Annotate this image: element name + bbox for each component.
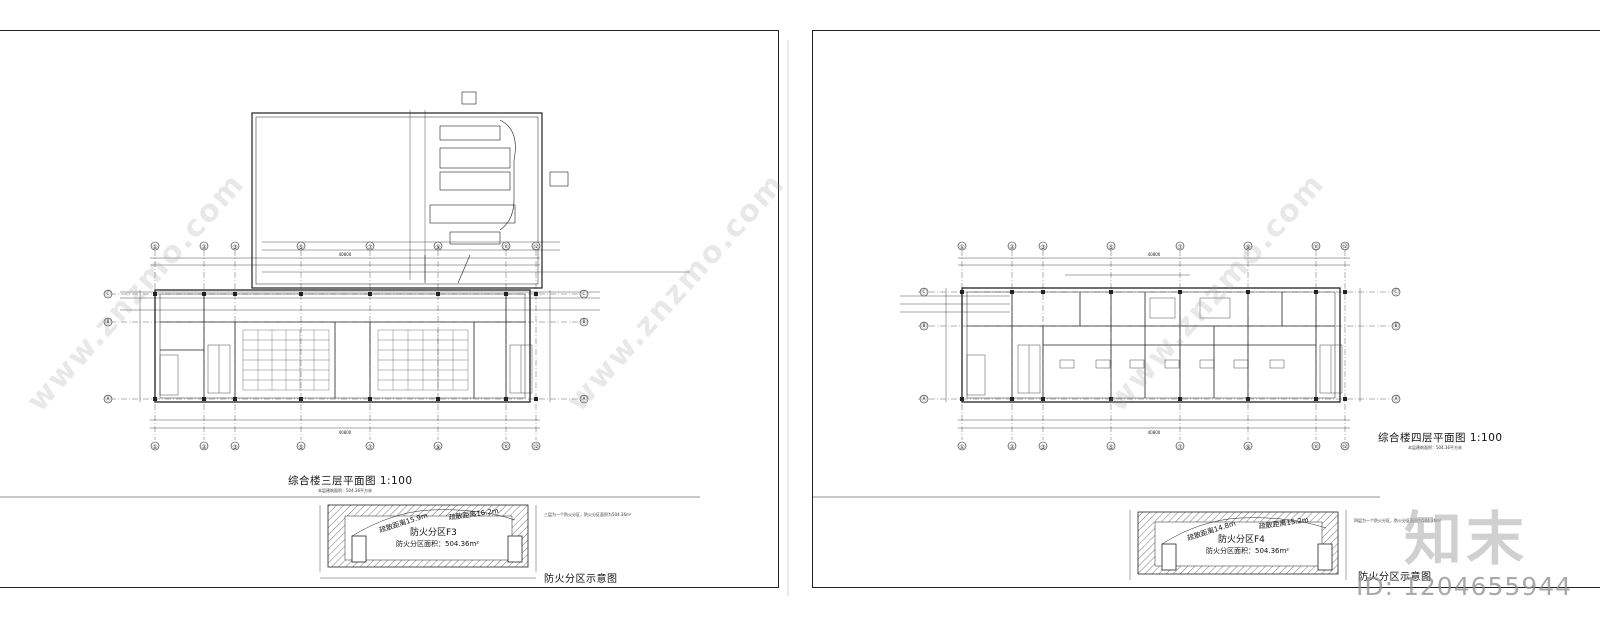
axis-label-bottom: ⑦ <box>367 444 373 451</box>
axis-label-side: Ⓒ <box>581 290 587 298</box>
axis-label-bottom: ③ <box>1040 444 1045 451</box>
axis-label-top: ⑤ <box>298 244 303 251</box>
axis-label-top: ② <box>201 244 207 251</box>
left-zone-label: 防火分区F3 <box>410 528 457 538</box>
axis-label-side: Ⓐ <box>1393 395 1399 403</box>
right-fire-zone-diagram <box>1129 510 1347 580</box>
axis-label-bottom: ⑫ <box>533 443 539 451</box>
left-fire-zone-diagram <box>319 504 537 579</box>
left-plan-title: 综合楼三层平面图 1:100 <box>288 475 413 487</box>
axis-label-top: ③ <box>232 244 237 251</box>
axis-label-bottom: ⑫ <box>1342 443 1348 451</box>
image-id-label: ID: 1204655944 <box>1356 572 1573 601</box>
axis-label-top: ③ <box>1040 244 1045 251</box>
axis-label-bottom: ⑨ <box>435 444 440 451</box>
dimension-total: 40800 <box>339 430 352 435</box>
axis-label-top: ⑫ <box>533 243 539 251</box>
dimension-total: 40800 <box>1148 430 1161 435</box>
left-drawing-sheet <box>0 30 779 588</box>
axis-label-top: ① <box>152 244 157 251</box>
axis-label-side: Ⓒ <box>1393 288 1399 296</box>
axis-label-top: ⑫ <box>1342 243 1348 251</box>
axis-label-top: ① <box>959 244 964 251</box>
left-zone-area: 防火分区面积：504.36m² <box>396 540 480 548</box>
axis-label-bottom: ② <box>1009 444 1015 451</box>
axis-label-bottom: ③ <box>232 444 237 451</box>
dimension-total: 40800 <box>1148 252 1161 257</box>
axis-label-side: Ⓐ <box>921 395 927 403</box>
left-floor-plan <box>0 91 700 498</box>
axis-label-top: ⑨ <box>1245 244 1250 251</box>
right-zone-note: 四层为一个防火分区，防火分区面积为504.36m² <box>1354 518 1442 523</box>
axis-label-bottom: ⑦ <box>1177 444 1183 451</box>
right-zone-label: 防火分区F4 <box>1218 535 1265 545</box>
brand-logo: 知末 <box>1404 505 1529 573</box>
dimension-total: 40800 <box>339 252 352 257</box>
right-plan-subtitle: 本层建筑面积：504.36平方米 <box>1408 445 1462 450</box>
left-zone-caption: 防火分区示意图 <box>544 574 618 585</box>
axis-label-top: ⑦ <box>367 244 373 251</box>
axis-label-side: Ⓒ <box>105 290 111 298</box>
axis-label-top: ⑦ <box>1177 244 1183 251</box>
left-plan-subtitle: 本层建筑面积：504.36平方米 <box>318 488 372 493</box>
right-drawing-sheet <box>812 30 1600 588</box>
axis-label-top: ⑪ <box>503 243 509 251</box>
right-zone-caption: 防火分区示意图 <box>1358 572 1432 583</box>
axis-label-bottom: ⑤ <box>298 444 303 451</box>
axis-label-side: Ⓐ <box>105 395 111 403</box>
axis-label-bottom: ⑪ <box>1313 443 1319 451</box>
axis-label-top: ⑪ <box>1313 243 1319 251</box>
axis-label-side: Ⓑ <box>921 322 927 330</box>
axis-label-side: Ⓐ <box>581 395 587 403</box>
axis-label-top: ② <box>1009 244 1015 251</box>
right-zone-area: 防火分区面积：504.36m² <box>1206 547 1290 555</box>
axis-label-side: Ⓑ <box>105 318 111 326</box>
axis-label-bottom: ② <box>201 444 207 451</box>
axis-label-bottom: ⑪ <box>503 443 509 451</box>
axis-label-bottom: ① <box>152 444 157 451</box>
right-plan-title: 综合楼四层平面图 1:100 <box>1378 432 1503 444</box>
right-floor-plan <box>812 241 1401 498</box>
axis-label-side: Ⓒ <box>921 288 927 296</box>
axis-label-bottom: ① <box>959 444 964 451</box>
axis-label-bottom: ⑨ <box>1245 444 1250 451</box>
axis-label-bottom: ⑤ <box>1108 444 1113 451</box>
left-zone-note: 三层为一个防火分区，防火分区面积为504.36m² <box>544 512 632 517</box>
axis-label-side: Ⓑ <box>1393 322 1399 330</box>
axis-label-top: ⑤ <box>1108 244 1113 251</box>
axis-label-top: ⑨ <box>435 244 440 251</box>
axis-label-side: Ⓑ <box>581 318 587 326</box>
